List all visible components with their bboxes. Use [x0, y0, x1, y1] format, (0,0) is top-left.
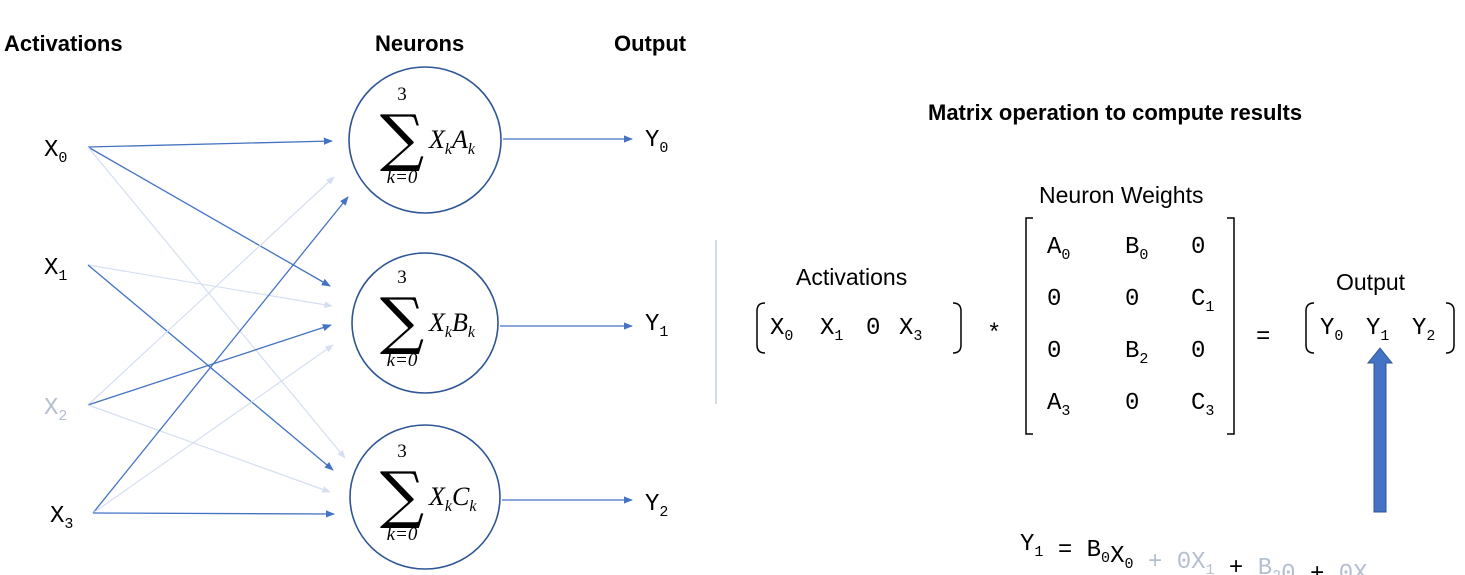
- neuron-term: XkBk: [428, 308, 476, 341]
- sum-lower-limit: k=0: [387, 350, 418, 371]
- equals-sign: =: [1256, 324, 1270, 351]
- output-header: Output: [614, 31, 687, 56]
- connection-0-0: [87, 137, 333, 148]
- activation-cell: X1: [820, 315, 843, 345]
- input-x3: X3: [50, 503, 73, 533]
- weight-cell-r0-c0: A0: [1047, 234, 1070, 264]
- weight-cell-r2-c2: 0: [1191, 338, 1205, 365]
- input-x1: X1: [44, 255, 67, 285]
- sum-lower-limit: k=0: [387, 524, 418, 545]
- connection-3-2: [92, 510, 335, 518]
- weight-cell-r0-c1: B0: [1125, 234, 1148, 264]
- connection-0-1: [87, 146, 331, 287]
- neuron-term: XkAk: [428, 125, 476, 158]
- activation-cell: X3: [899, 315, 922, 345]
- sum-upper-limit: 3: [397, 84, 407, 105]
- neuron-circle: [349, 424, 501, 570]
- output-right-bracket: [1445, 302, 1455, 354]
- weights-right-bracket: [1227, 217, 1235, 435]
- output-row-vector: Y0 Y1 Y2: [1305, 302, 1455, 354]
- weight-cell-r2-c0: 0: [1047, 338, 1061, 365]
- weight-cell-r1-c2: C1: [1191, 286, 1214, 316]
- weight-cell-r2-c1: B2: [1125, 338, 1148, 368]
- weight-cell-r0-c2: 0: [1191, 234, 1205, 261]
- neuron-2: 3∑k=0 XkCk: [349, 424, 501, 570]
- activations-left-bracket: [756, 302, 766, 354]
- connection-2-0: [87, 176, 335, 406]
- activations-right-bracket: [952, 302, 962, 354]
- matrix-output-label: Output: [1336, 269, 1406, 295]
- output-y0: Y0: [645, 127, 668, 157]
- connection-1-1: [87, 264, 333, 309]
- output-cell-y0: Y0: [1320, 315, 1343, 345]
- output-left-bracket: [1305, 302, 1315, 354]
- neuron-term: XkCk: [428, 482, 477, 515]
- multiply-sign: *: [987, 321, 1001, 348]
- connection-3-1: [92, 344, 334, 514]
- weights-left-bracket: [1025, 217, 1033, 435]
- neuron-circle: [348, 66, 502, 214]
- sum-upper-limit: 3: [397, 441, 407, 462]
- up-arrow-icon: [1366, 347, 1394, 513]
- output-cell-y1: Y1: [1366, 315, 1389, 345]
- weights-label: Neuron Weights: [1039, 182, 1204, 208]
- output-cell-y2: Y2: [1412, 315, 1435, 345]
- activation-cell: X0: [770, 315, 793, 345]
- activations-header: Activations: [4, 31, 123, 56]
- sigma-icon: ∑: [380, 284, 424, 357]
- output-y1: Y1: [645, 311, 668, 341]
- y1-equation: Y1 = B0X0 + 0X1 + B20 + 0X3: [1020, 531, 1377, 575]
- weight-cell-r3-c1: 0: [1125, 390, 1139, 417]
- input-x0: X0: [44, 137, 67, 167]
- neurons-header: Neurons: [375, 31, 464, 56]
- activations-row-vector: X0 X1 0 X3: [756, 302, 962, 354]
- weight-cell-r1-c0: 0: [1047, 286, 1061, 313]
- input-x2: X2: [44, 395, 67, 425]
- weight-cell-r1-c1: 0: [1125, 286, 1139, 313]
- neuron-1: 3∑k=0 XkBk: [351, 252, 499, 394]
- connection-3-0: [92, 196, 349, 514]
- sigma-icon: ∑: [380, 101, 424, 174]
- sum-upper-limit: 3: [397, 267, 407, 288]
- connections: [87, 135, 633, 518]
- matrix-title: Matrix operation to compute results: [928, 100, 1302, 125]
- sum-lower-limit: k=0: [387, 167, 418, 188]
- neuron-0: 3∑k=0 XkAk: [348, 66, 502, 214]
- weight-cell-r3-c2: C3: [1191, 390, 1214, 420]
- connection-0-2: [87, 146, 346, 459]
- connection-2-2: [87, 404, 331, 493]
- neuron-circle: [351, 252, 499, 394]
- matrix-activations-label: Activations: [796, 264, 907, 290]
- sigma-icon: ∑: [380, 458, 424, 531]
- weight-cell-r3-c0: A3: [1047, 390, 1070, 420]
- output-y2: Y2: [645, 491, 668, 521]
- connection-2-1: [87, 324, 332, 406]
- activation-cell: 0: [866, 315, 880, 342]
